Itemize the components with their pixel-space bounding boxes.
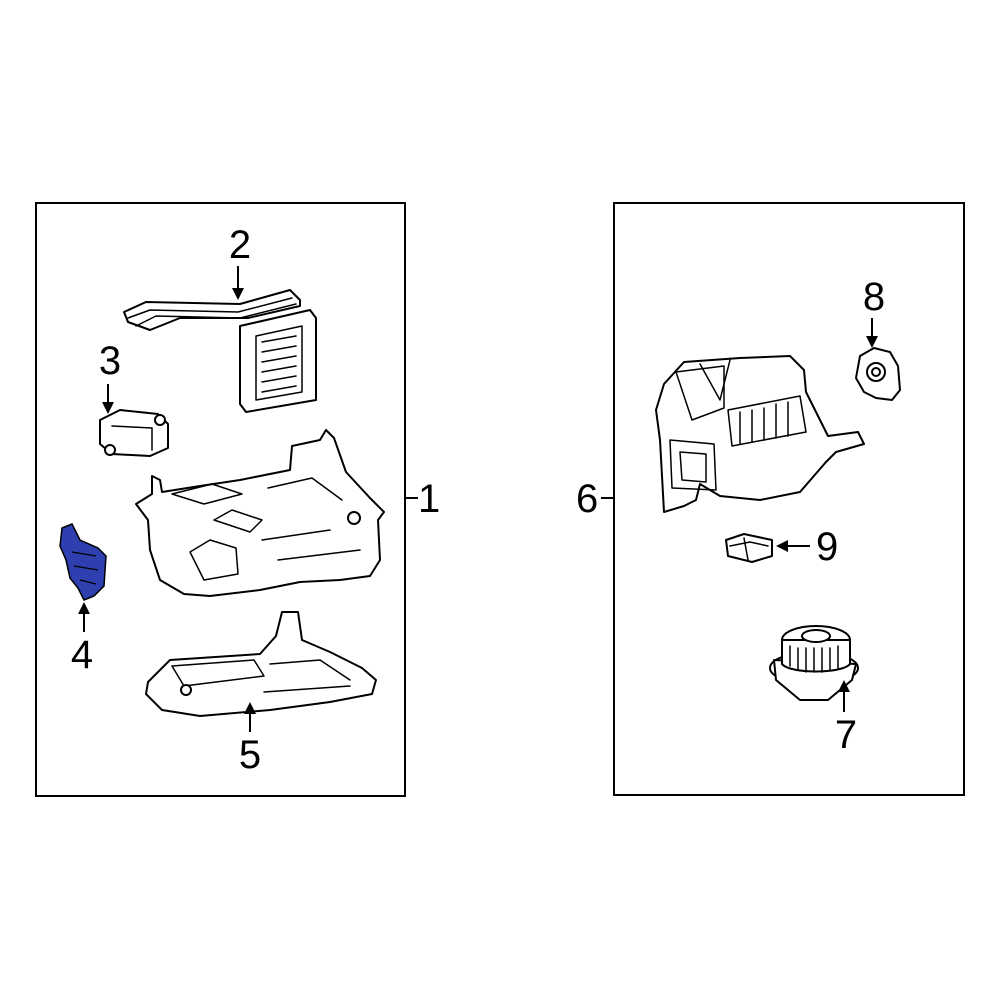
left-assembly-frame [35,202,406,797]
callout-5: 5 [239,702,261,777]
callout-3: 3 [99,339,121,414]
callout-6: 6 [576,477,614,521]
callout-1: 1 [406,477,440,521]
svg-text:6: 6 [576,477,598,521]
part-7-blower-motor[interactable] [769,625,859,701]
svg-text:2: 2 [229,223,251,267]
svg-text:4: 4 [71,633,93,677]
part-4-actuator-highlighted[interactable] [59,523,107,601]
part-5-lower-case[interactable] [145,611,377,717]
part-1-heater-case[interactable] [135,429,385,597]
svg-text:1: 1 [418,477,440,521]
callout-2: 2 [229,223,251,300]
svg-text:5: 5 [239,733,261,777]
callout-8: 8 [863,275,885,348]
part-2-heater-core[interactable] [123,289,317,413]
callout-4: 4 [71,602,93,677]
part-8-blend-actuator[interactable] [855,347,901,401]
svg-text:3: 3 [99,339,121,383]
callout-9: 9 [776,525,838,569]
svg-text:8: 8 [863,275,885,319]
part-9-blower-resistor[interactable] [725,533,773,563]
svg-text:7: 7 [835,713,857,757]
part-3-actuator[interactable] [99,409,169,457]
svg-text:9: 9 [816,525,838,569]
part-6-blower-case[interactable] [655,355,865,513]
callout-7: 7 [835,680,857,757]
